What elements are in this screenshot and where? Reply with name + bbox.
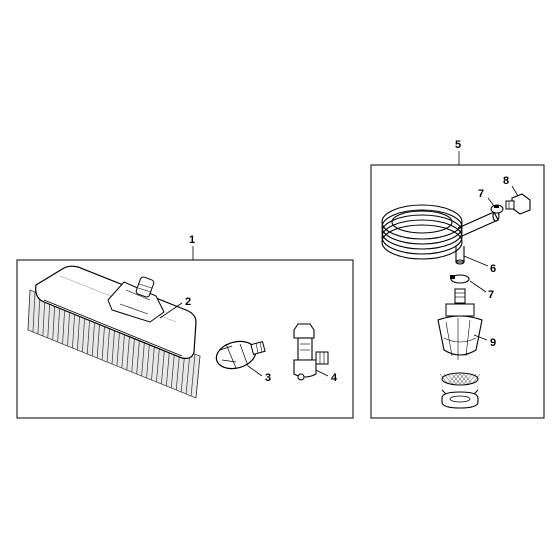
callout-7b-label: 7: [488, 289, 494, 301]
bristle-line: [37, 293, 41, 335]
retaining-ring: [441, 389, 479, 409]
callout-6-label: 6: [490, 263, 496, 275]
callout-3-leader: [247, 365, 263, 377]
rotary-nozzle: [215, 340, 266, 370]
callout-8-leader: [511, 185, 519, 197]
group-1-frame: [16, 259, 354, 419]
bristle-line: [185, 352, 191, 395]
brush-head: [35, 265, 197, 359]
washing-brush: [27, 265, 201, 399]
bristle-line: [32, 291, 36, 333]
mesh-line: [463, 373, 473, 385]
callout-7b-leader: [469, 280, 487, 293]
callout-5-label: 5: [455, 139, 461, 151]
mesh-line: [459, 373, 469, 385]
suction-hose: [381, 204, 500, 265]
brush-inlet-nipple: [135, 276, 155, 298]
mesh-line: [467, 373, 477, 385]
group-5-assembly: 5 6 7 8: [370, 139, 545, 419]
mesh-line: [455, 373, 465, 385]
callout-2-label: 2: [185, 296, 191, 308]
brush-connector-hub: [107, 281, 165, 323]
group-1-assembly: 1 2: [16, 234, 354, 419]
callout-4-leader: [315, 369, 329, 377]
callout-8-label: 8: [503, 175, 509, 187]
group-5-frame: [370, 164, 545, 419]
hose-clamp-upper: [490, 204, 504, 214]
callout-7a-leader: [487, 197, 495, 207]
bristle-line: [190, 354, 196, 397]
callout-6-leader: [463, 255, 489, 267]
bristle-line: [27, 289, 31, 331]
callout-9-leader: [473, 334, 488, 341]
filter-screen: [439, 372, 481, 386]
suction-filter: [437, 288, 483, 360]
hose-clamp-lower: [450, 274, 470, 284]
mesh-line: [471, 373, 481, 385]
callout-9-label: 9: [490, 337, 496, 349]
mesh-line: [443, 373, 453, 385]
mesh-line: [451, 373, 461, 385]
hose-connector: [505, 193, 531, 215]
mesh-line: [447, 373, 457, 385]
mesh-line: [439, 373, 449, 385]
callout-4-label: 4: [331, 372, 338, 384]
callout-7a-label: 7: [478, 188, 484, 200]
angle-nozzle: [293, 323, 329, 381]
callout-2-leader: [159, 302, 183, 319]
callout-1-label: 1: [189, 234, 195, 246]
callout-3-label: 3: [265, 372, 271, 384]
bristle-line: [195, 355, 201, 399]
